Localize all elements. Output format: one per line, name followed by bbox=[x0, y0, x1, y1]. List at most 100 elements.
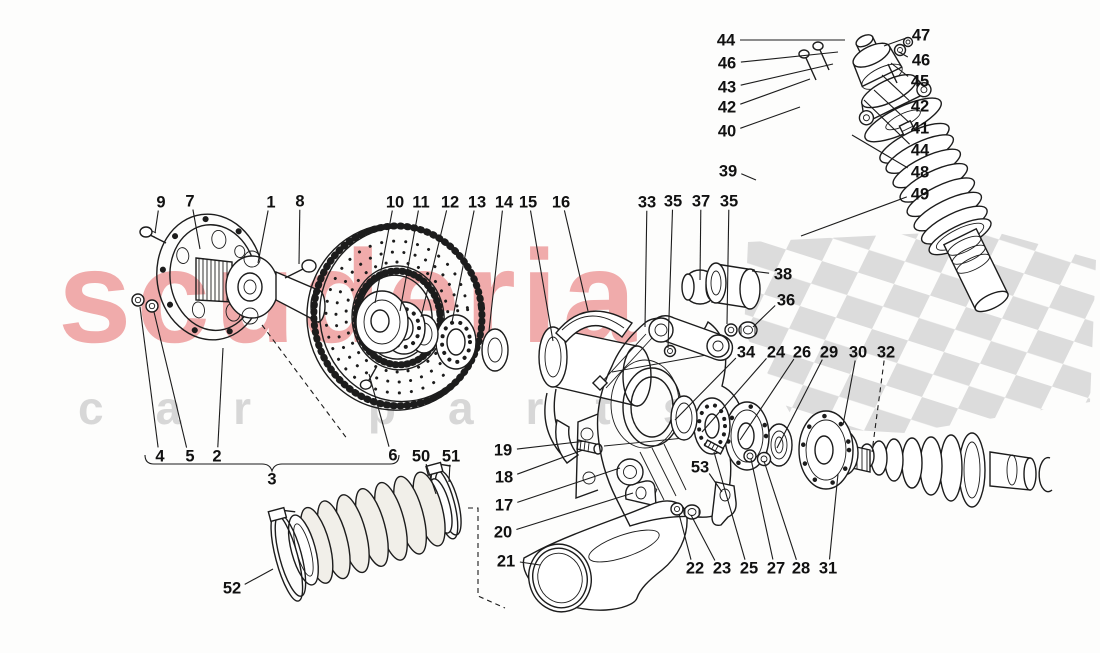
callout-34: 34 bbox=[674, 344, 756, 421]
coil-spring bbox=[885, 134, 988, 245]
callout-number-44: 44 bbox=[911, 142, 930, 160]
callout-number-20: 20 bbox=[494, 524, 512, 542]
leader-line-18 bbox=[517, 449, 584, 475]
leader-line-47 bbox=[883, 36, 908, 47]
shock-body-tube bbox=[942, 227, 1009, 313]
upper-mount-plate bbox=[858, 73, 932, 126]
checkered-flag-graphic bbox=[744, 230, 1096, 433]
callout-number-43: 43 bbox=[718, 79, 736, 97]
drive-hub bbox=[798, 410, 859, 490]
callout-number-32: 32 bbox=[877, 344, 895, 362]
callout-number-27: 27 bbox=[767, 560, 785, 578]
callout-47: 47 bbox=[883, 27, 930, 47]
callout-number-1: 1 bbox=[266, 194, 275, 212]
spacer-sleeve bbox=[538, 326, 652, 407]
leader-line-37 bbox=[699, 209, 702, 281]
leader-line-20 bbox=[516, 492, 634, 531]
leader-line-6 bbox=[368, 373, 390, 447]
leader-line-13 bbox=[451, 210, 475, 323]
mount-studs-left bbox=[798, 41, 830, 81]
callout-number-41: 41 bbox=[911, 120, 929, 138]
shock-absorber bbox=[705, 34, 1009, 313]
callout-8: 8 bbox=[295, 193, 305, 265]
callout-52: 52 bbox=[223, 568, 274, 598]
callout-4: 4 bbox=[139, 306, 165, 466]
callout-31: 31 bbox=[819, 473, 839, 578]
callout-50: 50 bbox=[412, 448, 437, 495]
bellows-clamp-left bbox=[267, 506, 307, 602]
leader-line-15 bbox=[529, 210, 554, 342]
callout-number-38: 38 bbox=[774, 266, 792, 284]
callout-3: 3 bbox=[267, 471, 276, 489]
callout-53: 53 bbox=[691, 459, 723, 493]
wheel-stud-bolt bbox=[284, 259, 317, 279]
callout-33: 33 bbox=[638, 194, 656, 328]
leader-line-42 bbox=[740, 78, 811, 105]
leader-line-25 bbox=[713, 451, 746, 560]
callout-number-16: 16 bbox=[552, 194, 570, 212]
callout-number-28: 28 bbox=[792, 560, 810, 578]
callout-23: 23 bbox=[690, 514, 731, 578]
callout-number-8: 8 bbox=[295, 193, 304, 211]
hub-cv-row bbox=[670, 395, 1053, 508]
callout-number-11: 11 bbox=[412, 194, 429, 212]
callout-38: 38 bbox=[751, 266, 792, 284]
callout-number-45: 45 bbox=[911, 73, 929, 91]
callout-20: 20 bbox=[494, 492, 634, 542]
leader-line-44 bbox=[863, 99, 910, 145]
leader-line-36 bbox=[752, 305, 776, 328]
leader-line-27 bbox=[750, 458, 774, 560]
leader-line-31 bbox=[828, 473, 839, 560]
leader-line-9 bbox=[154, 210, 159, 234]
washer-28 bbox=[756, 451, 772, 467]
dust-shield-upper bbox=[555, 310, 634, 343]
callout-number-19: 19 bbox=[494, 442, 512, 460]
callout-number-40: 40 bbox=[718, 123, 736, 141]
bearing-spacer-row bbox=[355, 290, 652, 407]
callout-number-12: 12 bbox=[441, 194, 459, 212]
callout-number-42: 42 bbox=[911, 98, 929, 116]
callout-36: 36 bbox=[752, 292, 795, 328]
small-hardware bbox=[670, 439, 772, 527]
leader-line-32 bbox=[871, 360, 885, 453]
callout-9: 9 bbox=[154, 194, 166, 234]
callout-number-33: 33 bbox=[638, 194, 656, 212]
leader-line-49 bbox=[800, 196, 907, 237]
leader-line-39 bbox=[741, 173, 757, 181]
suspension-upright bbox=[575, 317, 745, 527]
callout-25: 25 bbox=[713, 451, 758, 578]
washer-27 bbox=[743, 449, 757, 463]
callout-39: 39 bbox=[719, 163, 757, 181]
callout-49: 49 bbox=[800, 186, 929, 237]
bellows-ribs bbox=[299, 471, 446, 584]
construction-lines bbox=[261, 324, 506, 609]
brake-cooling-duct bbox=[522, 480, 688, 613]
leader-line-26 bbox=[739, 358, 795, 441]
callout-22: 22 bbox=[678, 513, 704, 578]
leader-line-4 bbox=[139, 306, 159, 448]
lower-mount-eye bbox=[616, 458, 644, 486]
leader-line-35 bbox=[726, 209, 730, 325]
callout-37: 37 bbox=[692, 193, 710, 281]
callout-number-17: 17 bbox=[495, 497, 513, 515]
leader-line-41 bbox=[873, 89, 910, 123]
callout-number-37: 37 bbox=[692, 193, 710, 211]
callout-number-51: 51 bbox=[442, 448, 460, 466]
callout-number-29: 29 bbox=[820, 344, 838, 362]
callout-number-15: 15 bbox=[519, 194, 537, 212]
callout-29: 29 bbox=[776, 344, 838, 449]
callout-number-4: 4 bbox=[155, 448, 165, 466]
axle-shaft-stub bbox=[989, 451, 1037, 491]
duct-mount-tab bbox=[624, 480, 657, 507]
callout-17: 17 bbox=[495, 467, 621, 515]
callout-41: 41 bbox=[873, 89, 929, 138]
callout-number-24: 24 bbox=[767, 344, 786, 362]
leader-line-14 bbox=[488, 210, 503, 332]
callout-number-25: 25 bbox=[740, 560, 758, 578]
callout-number-30: 30 bbox=[849, 344, 867, 362]
leader-line-16 bbox=[563, 210, 589, 312]
callout-14: 14 bbox=[488, 194, 514, 332]
callout-number-5: 5 bbox=[185, 448, 194, 466]
